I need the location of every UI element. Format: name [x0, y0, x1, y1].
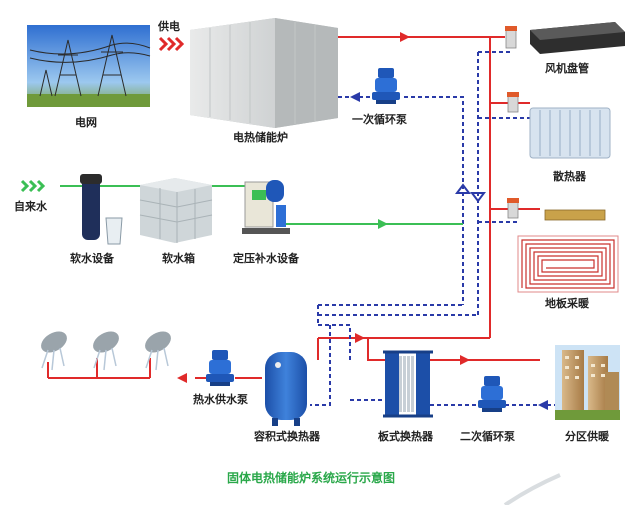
- water-chevrons: [20, 179, 46, 193]
- secondary-pump-icon: [478, 376, 506, 412]
- water-pipes: [60, 185, 463, 225]
- label-tap-water: 自来水: [14, 199, 48, 213]
- label-storage-exchanger: 容积式换热器: [253, 429, 321, 443]
- decorative-curve: [503, 473, 561, 505]
- label-zone-heating: 分区供暖: [565, 429, 610, 443]
- label-pressure-unit: 定压补水设备: [233, 251, 300, 265]
- hot-water-pump-icon: [206, 350, 234, 386]
- softener-image: [80, 174, 123, 245]
- shower-heads: [41, 331, 171, 371]
- radiator-image: [507, 92, 611, 159]
- floor-heating-image: [507, 198, 619, 293]
- diagram-title: 固体电热储能炉系统运行示意图: [227, 470, 395, 485]
- label-plate-exchanger: 板式换热器: [378, 429, 434, 443]
- return-pipes: [310, 51, 555, 406]
- label-boiler: 电热储能炉: [233, 130, 288, 144]
- label-power-supply: 供电: [157, 19, 180, 33]
- label-fan-coil: 风机盘管: [545, 61, 589, 75]
- flow-arrows: [177, 32, 548, 410]
- fan-coil-image: [505, 22, 625, 54]
- zone-building-image: [555, 345, 620, 420]
- power-grid-image: [27, 25, 151, 107]
- label-floor-heating: 地板采暖: [545, 296, 590, 310]
- label-softener: 软水设备: [70, 251, 115, 265]
- storage-exchanger-image: [265, 352, 307, 426]
- label-secondary-pump: 二次循环泵: [460, 429, 515, 443]
- label-primary-pump: 一次循环泵: [352, 112, 407, 126]
- power-chevrons: [158, 36, 185, 52]
- label-grid: 电网: [75, 115, 97, 129]
- soft-water-tank-image: [139, 178, 213, 243]
- plate-exchanger-image: [383, 350, 433, 418]
- supply-pipes: [47, 36, 540, 379]
- label-soft-tank: 软水箱: [162, 251, 195, 265]
- primary-pump-icon: [372, 68, 400, 104]
- boiler-image: [190, 18, 338, 128]
- pressure-unit-image: [242, 180, 290, 234]
- label-radiator: 散热器: [553, 169, 587, 183]
- label-hot-pump: 热水供水泵: [193, 392, 248, 406]
